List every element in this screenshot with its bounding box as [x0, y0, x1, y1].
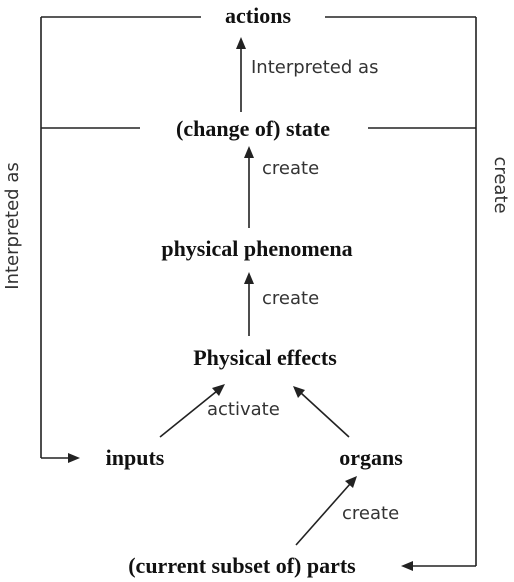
arrowhead-organs [345, 476, 357, 488]
label-state-to-actions: Interpreted as [251, 57, 378, 78]
arrow-organs-to-effects [300, 392, 350, 438]
arrowhead-inputs [68, 453, 80, 463]
arrowhead-effects-right [293, 386, 305, 398]
label-left-loop: Interpreted as [2, 162, 23, 289]
arrow-parts-to-organs [295, 483, 351, 546]
arrowhead-parts [401, 561, 413, 571]
node-state: (change of) state [176, 116, 330, 141]
arrowhead-effects-left [212, 384, 225, 396]
label-phenomena-to-state: create [262, 158, 319, 179]
node-parts: (current subset of) parts [128, 553, 356, 578]
label-activate: activate [207, 399, 280, 420]
arrowhead-phenomena [244, 272, 254, 284]
node-organs: organs [339, 445, 403, 470]
node-inputs: inputs [106, 445, 165, 470]
label-right-loop: create [490, 156, 511, 213]
node-actions: actions [225, 3, 291, 28]
arrowhead-state [244, 146, 254, 158]
node-phenomena: physical phenomena [161, 236, 352, 261]
label-parts-to-organs: create [342, 503, 399, 524]
arrow-inputs-to-effects [159, 390, 218, 438]
label-effects-to-phenomena: create [262, 288, 319, 309]
node-effects: Physical effects [193, 345, 337, 370]
arrowhead-actions [236, 37, 246, 49]
